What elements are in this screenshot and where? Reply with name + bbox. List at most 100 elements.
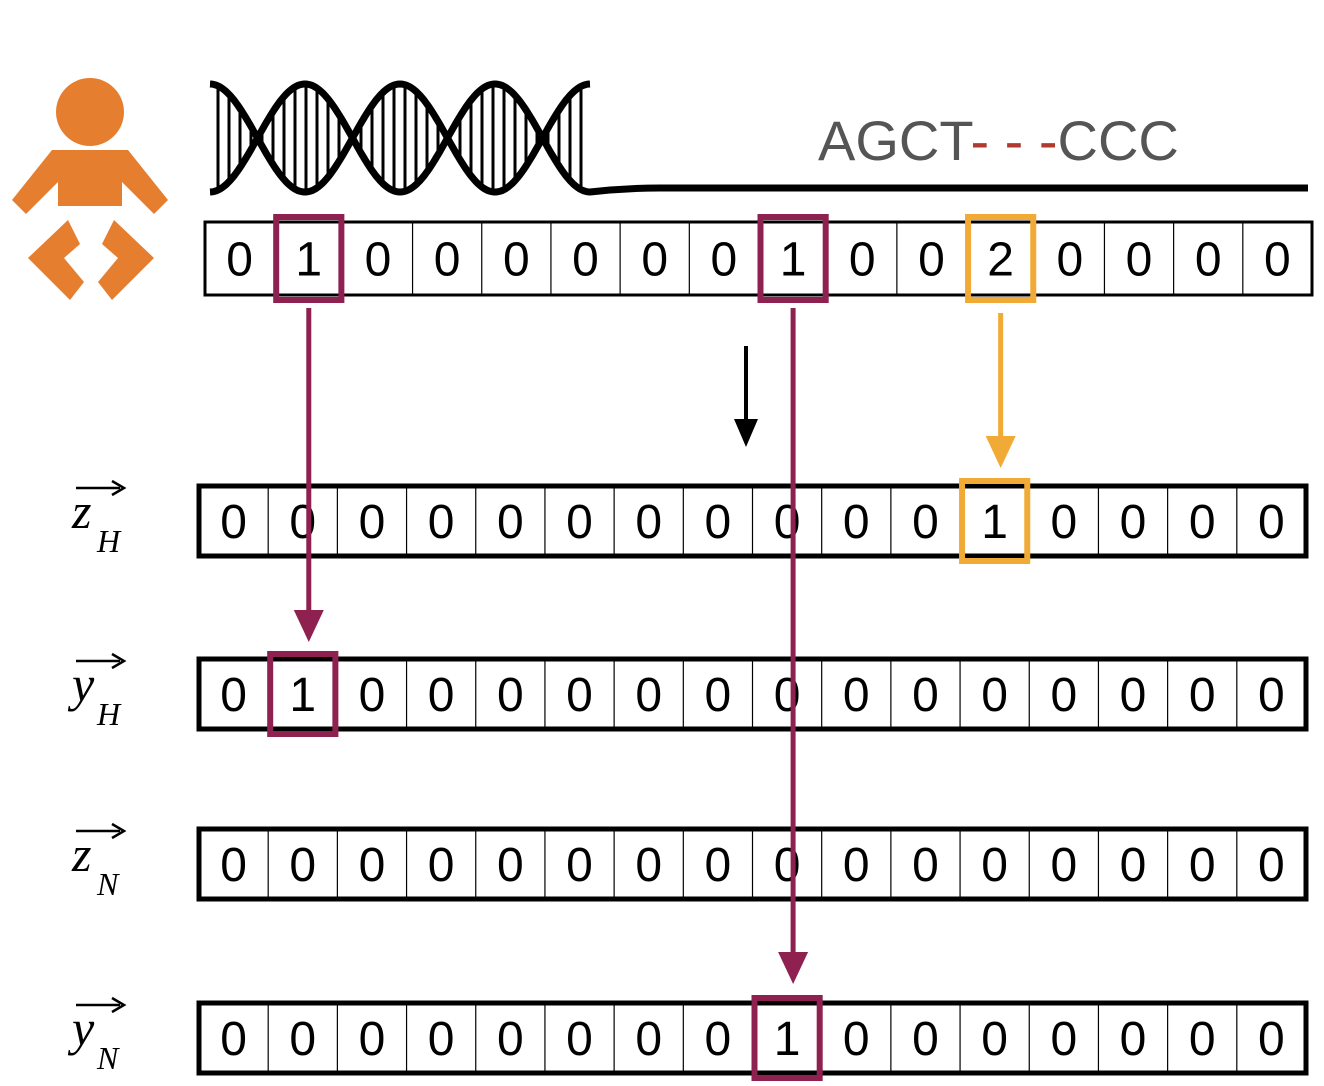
cell-value: 0 <box>1258 1013 1285 1066</box>
row-label-z-h: zH <box>71 479 127 559</box>
cell-value: 0 <box>774 669 801 722</box>
arrow-down-icon <box>293 308 324 642</box>
cell-value: 0 <box>359 669 386 722</box>
cell-value: 0 <box>220 1013 247 1066</box>
cell-value: 0 <box>1120 669 1147 722</box>
cell-value: 0 <box>497 839 524 892</box>
cell-value: 0 <box>497 496 524 549</box>
dna-sequence-start: AGCT <box>818 109 972 172</box>
cell-value: 0 <box>912 496 939 549</box>
row-label-z-n: zN <box>71 822 127 902</box>
cell-value: 0 <box>220 839 247 892</box>
cell-value: 0 <box>566 839 593 892</box>
cell-value: 0 <box>289 1013 316 1066</box>
cell-value: 0 <box>1258 496 1285 549</box>
row-label-y-h: yH <box>67 652 127 732</box>
cell-value: 0 <box>1050 839 1077 892</box>
cell-value: 0 <box>843 1013 870 1066</box>
row-label-y-n: yN <box>67 996 127 1076</box>
cell-value: 1 <box>981 496 1008 549</box>
label-letter: z <box>71 483 91 539</box>
cell-value: 0 <box>918 234 945 287</box>
cell-value: 0 <box>849 234 876 287</box>
cell-value: 0 <box>566 496 593 549</box>
cell-value: 0 <box>1189 1013 1216 1066</box>
highlight-box-purple <box>273 214 345 303</box>
cell-value: 0 <box>912 669 939 722</box>
cell-value: 0 <box>1189 839 1216 892</box>
cell-value: 0 <box>359 839 386 892</box>
vector-arrow-head <box>111 652 127 670</box>
label-letter: y <box>67 1000 95 1056</box>
cell-value: 0 <box>843 839 870 892</box>
cell-value: 0 <box>711 234 738 287</box>
cell-value: 0 <box>1189 496 1216 549</box>
cell-value: 0 <box>497 669 524 722</box>
cell-value: 0 <box>220 669 247 722</box>
cell-value: 0 <box>635 1013 662 1066</box>
cell-value: 0 <box>705 1013 732 1066</box>
cell-value: 0 <box>912 839 939 892</box>
cell-value: 0 <box>981 839 1008 892</box>
cell-value: 0 <box>359 1013 386 1066</box>
cell-value: 0 <box>705 839 732 892</box>
cell-value: 0 <box>705 496 732 549</box>
highlight-box-orange <box>965 214 1037 303</box>
cell-value: 0 <box>289 839 316 892</box>
cell-value: 0 <box>428 839 455 892</box>
label-subscript: H <box>96 523 122 559</box>
cell-value: 1 <box>774 1013 801 1066</box>
highlight-box-purple <box>751 995 823 1081</box>
arrow-down-icon <box>734 346 758 447</box>
label-subscript: N <box>96 1040 120 1076</box>
cell-value: 0 <box>434 234 461 287</box>
vector-arrow-head <box>111 822 127 840</box>
cell-value: 0 <box>843 496 870 549</box>
cell-value: 0 <box>641 234 668 287</box>
baby-icon <box>12 78 168 300</box>
cell-value: 0 <box>428 496 455 549</box>
dna-strand-1 <box>209 80 591 196</box>
cell-value: 0 <box>705 669 732 722</box>
cell-value: 0 <box>1258 669 1285 722</box>
cell-value: 0 <box>843 669 870 722</box>
cell-value: 0 <box>1056 234 1083 287</box>
cell-value: 0 <box>774 496 801 549</box>
cell-value: 0 <box>774 839 801 892</box>
cell-value: 0 <box>1120 496 1147 549</box>
highlight-box-purple <box>757 214 829 303</box>
cell-value: 1 <box>780 234 807 287</box>
cell-value: 0 <box>635 839 662 892</box>
cell-value: 0 <box>635 669 662 722</box>
cell-value: 0 <box>572 234 599 287</box>
cell-value: 0 <box>566 669 593 722</box>
arrow-down-icon <box>985 313 1016 468</box>
cell-value: 0 <box>1120 1013 1147 1066</box>
dna-sequence-gap: - - - <box>970 109 1057 172</box>
cell-value: 0 <box>1189 669 1216 722</box>
cell-value: 0 <box>1258 839 1285 892</box>
cell-value: 0 <box>1126 234 1153 287</box>
vector-arrow-head <box>111 479 127 497</box>
dna-sequence: AGCT- - -CCC <box>818 109 1179 172</box>
label-subscript: N <box>96 866 120 902</box>
highlight-box-purple <box>267 651 339 737</box>
cell-value: 1 <box>289 669 316 722</box>
cell-value: 0 <box>289 496 316 549</box>
highlight-box-orange <box>959 478 1031 564</box>
cell-value: 0 <box>220 496 247 549</box>
label-subscript: H <box>96 696 122 732</box>
dna-sequence-end: CCC <box>1058 109 1179 172</box>
cell-value: 0 <box>497 1013 524 1066</box>
cell-value: 1 <box>295 234 322 287</box>
cell-value: 0 <box>226 234 253 287</box>
cell-value: 0 <box>1050 1013 1077 1066</box>
cell-value: 0 <box>635 496 662 549</box>
vector-arrow-head <box>111 996 127 1014</box>
cell-value: 0 <box>981 669 1008 722</box>
cell-value: 0 <box>428 1013 455 1066</box>
label-letter: y <box>67 656 95 712</box>
